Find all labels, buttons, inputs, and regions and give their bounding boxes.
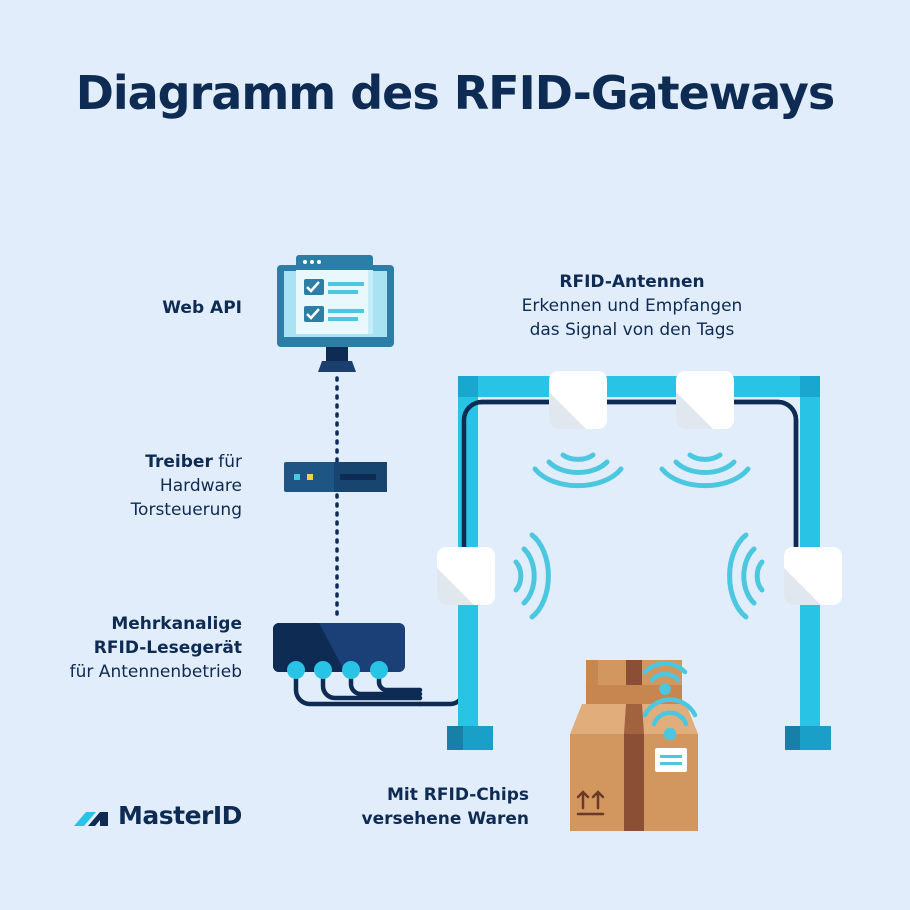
driver-label: Treiber für Hardware Torsteuerung — [90, 450, 242, 522]
antennas-label-line2: Erkennen und Empfangen — [521, 296, 743, 316]
driver-label-line2: Hardware — [159, 476, 242, 496]
goods-label-line1: Mit RFID-Chips — [330, 783, 529, 807]
antennas-label: RFID-Antennen Erkennen und Empfangen das… — [492, 270, 772, 342]
reader-label-bold1: Mehrkanalige — [111, 614, 242, 634]
signal-waves-icon — [532, 452, 624, 489]
rfid-antenna-icon — [784, 547, 842, 605]
web-api-label-text: Web API — [162, 298, 242, 318]
web-api-label: Web API — [110, 296, 242, 320]
monitor-icon — [277, 255, 394, 372]
driver-device-icon — [284, 462, 387, 492]
driver-label-line1: Treiber für — [90, 450, 242, 474]
reader-label: Mehrkanalige RFID-Lesegerät für Antennen… — [40, 612, 242, 684]
signal-waves-icon — [727, 532, 765, 620]
goods-label-bold1: Mit RFID-Chips — [387, 785, 529, 805]
goods-label: Mit RFID-Chips versehene Waren — [330, 783, 529, 831]
gate-inner-cable — [461, 399, 799, 600]
signal-waves-icon — [513, 532, 551, 620]
antennas-label-line1: RFID-Antennen — [492, 270, 772, 294]
masterid-logo-icon — [74, 812, 108, 826]
rfid-antenna-icon — [676, 371, 734, 429]
page-title: Diagramm des RFID-Gateways — [75, 66, 836, 120]
goods-label-bold2: versehene Waren — [361, 809, 529, 829]
driver-label-bold: Treiber — [145, 452, 213, 472]
goods-label-line2: versehene Waren — [330, 807, 529, 831]
reader-label-line3: für Antennenbetrieb — [69, 662, 242, 682]
signal-waves-icon — [659, 452, 751, 489]
wifi-icon — [642, 697, 698, 741]
driver-label-text: für — [218, 452, 242, 472]
antennas-label-bold: RFID-Antennen — [559, 272, 705, 292]
driver-label-line3: Torsteuerung — [130, 500, 242, 520]
reader-label-bold2: RFID-Lesegerät — [93, 638, 242, 658]
wifi-icon — [642, 661, 688, 695]
rfid-antenna-icon — [549, 371, 607, 429]
rfid-reader-icon — [273, 623, 405, 679]
reader-label-line2: RFID-Lesegerät — [40, 636, 242, 660]
rfid-antenna-icon — [437, 547, 495, 605]
reader-label-line1: Mehrkanalige — [40, 612, 242, 636]
package-icon — [586, 660, 682, 704]
package-icon — [570, 704, 698, 831]
antennas-label-line3: das Signal von den Tags — [529, 320, 735, 340]
brand-name: MasterID — [118, 801, 242, 830]
brand-logo: MasterID — [112, 801, 242, 830]
